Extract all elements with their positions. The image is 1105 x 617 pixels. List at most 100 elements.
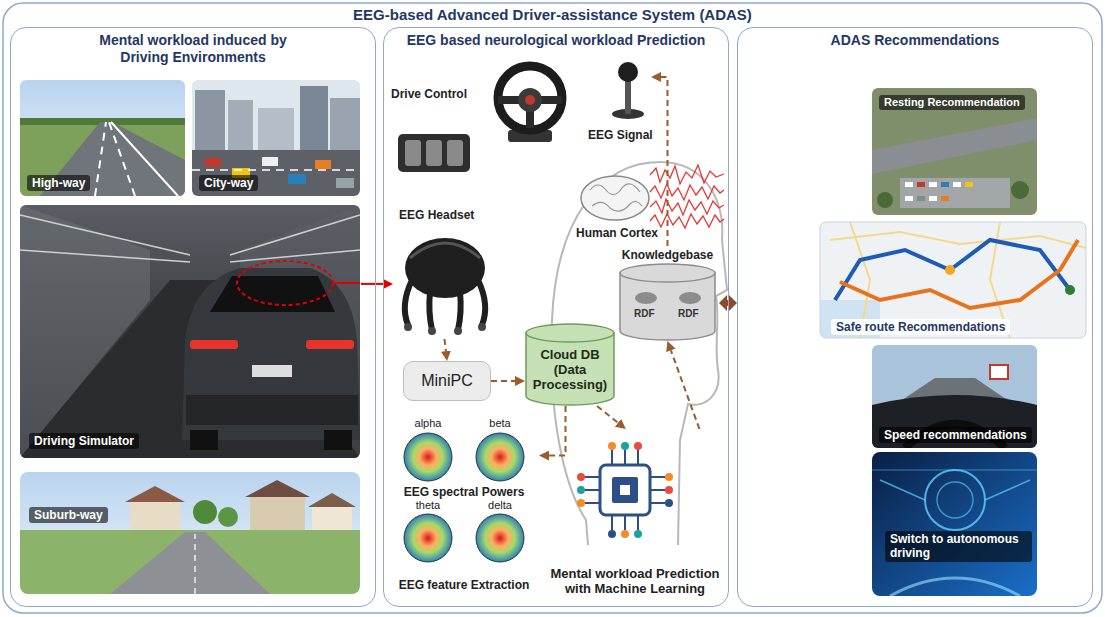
photo-box: Switch to autonomous driving xyxy=(873,453,1038,597)
highway-photo xyxy=(111,122,178,196)
suburb-photo xyxy=(130,502,180,532)
brain-icon xyxy=(581,176,649,220)
rest-area-photo xyxy=(877,192,893,208)
eeg-topomap xyxy=(404,433,452,481)
autonomous-photo xyxy=(872,470,1037,471)
autonomous-photo xyxy=(890,578,1020,596)
rest-area-photo xyxy=(905,196,913,201)
ml-chip-icon xyxy=(665,473,673,481)
simulator-photo xyxy=(182,268,360,440)
focus-marker xyxy=(237,261,360,305)
connector-arrow xyxy=(671,350,700,429)
photo-label: Speed recommendations xyxy=(879,427,1032,443)
cylinder-top xyxy=(620,264,715,282)
ml-chip-icon xyxy=(634,530,642,538)
connector-arrow xyxy=(661,77,668,246)
signal-label: EEG Signal xyxy=(588,128,653,142)
gear-shifter xyxy=(612,62,644,119)
ml-chip-icon xyxy=(637,450,639,465)
band-label: delta xyxy=(472,499,528,512)
focus-marker xyxy=(237,261,333,305)
ml-chip-icon xyxy=(665,499,673,507)
suburb-photo xyxy=(20,472,360,594)
rest-area-photo xyxy=(1011,181,1029,199)
simulator-photo xyxy=(190,340,238,349)
rest-area-photo xyxy=(872,88,1037,215)
knowledgebase-label: RDF xyxy=(634,308,655,320)
knowledgebase-label: RDF xyxy=(678,308,699,320)
eeg-headset-icon xyxy=(429,292,432,330)
box-label: MiniPC xyxy=(421,371,473,390)
cylinder-label: Cloud DB (Data Processing) xyxy=(530,348,610,393)
autonomous-photo xyxy=(925,470,985,530)
photo-label: City-way xyxy=(199,175,258,191)
connector-arrow xyxy=(597,406,618,423)
speed-photo xyxy=(872,345,1037,448)
figure-label: Human Cortex xyxy=(576,226,658,240)
brain-icon xyxy=(592,201,642,211)
ml-chip-icon xyxy=(624,515,626,530)
gear-shifter xyxy=(618,62,638,82)
ml-chip-icon xyxy=(577,486,585,494)
rest-area-photo xyxy=(929,182,937,187)
cityway-photo xyxy=(315,160,331,169)
rest-area-photo xyxy=(929,196,937,201)
cityway-photo xyxy=(336,178,354,188)
knowledgebase-cylinder: KnowledgebaseRDF RDF xyxy=(616,246,719,341)
steering-wheel xyxy=(498,66,562,142)
suburb-photo xyxy=(218,507,238,527)
photo-box: Speed recommendations xyxy=(873,346,1038,449)
band-label: alpha xyxy=(400,417,456,430)
photo-label: Resting Recommendation xyxy=(879,95,1025,110)
steering-wheel xyxy=(498,66,562,130)
highway-photo xyxy=(95,122,106,196)
cityway-photo xyxy=(192,169,360,171)
section-panel: Mental workload induced by Driving Envir… xyxy=(10,27,376,607)
section-panel: ADAS RecommendationsResting Recommendati… xyxy=(737,27,1093,607)
band-label: beta xyxy=(472,417,528,430)
suburb-photo xyxy=(312,507,352,532)
cylinder-top xyxy=(526,324,614,342)
cylinder-body xyxy=(620,273,715,340)
ml-chip-icon xyxy=(600,465,650,515)
panel-title: Mental workload induced by Driving Envir… xyxy=(81,32,305,66)
suburb-photo xyxy=(125,486,185,502)
route-map xyxy=(945,265,955,275)
connector-arrow xyxy=(549,406,566,456)
rdf-icon xyxy=(635,292,657,304)
ml-chip-icon xyxy=(611,515,613,530)
figure-group: Drive Control xyxy=(389,59,651,179)
eeg-waves xyxy=(650,165,724,228)
ml-chip-icon xyxy=(577,442,673,538)
ml-chip-icon xyxy=(577,473,585,481)
eeg-headset-icon xyxy=(458,292,461,330)
brain-icon xyxy=(590,184,640,195)
rest-area-photo xyxy=(953,182,961,187)
cityway-photo xyxy=(195,90,225,150)
eeg-headset-icon xyxy=(404,323,412,331)
panel-title: EEG based neurological workload Predicti… xyxy=(388,32,724,49)
ml-chip-icon xyxy=(577,499,585,507)
rest-area-photo xyxy=(905,182,913,187)
route-map xyxy=(820,222,1086,338)
simulator-photo xyxy=(210,276,335,312)
device-box: MiniPC xyxy=(403,361,491,401)
steering-wheel xyxy=(518,88,542,112)
figure-label: Mental workload Prediction with Machine … xyxy=(543,566,727,597)
ml-chip-icon xyxy=(621,442,629,450)
eeg-topomap xyxy=(476,433,524,481)
ml-chip-icon xyxy=(634,442,642,450)
route-map xyxy=(1065,285,1075,295)
pedal-set xyxy=(398,134,470,172)
photo-label: High-way xyxy=(27,175,90,191)
photo-box: High-way xyxy=(21,81,186,197)
ml-chip-icon xyxy=(637,515,639,530)
cityway-photo xyxy=(192,80,360,196)
knowledgebase-label: Knowledgebase xyxy=(616,248,719,262)
eeg-headset-icon xyxy=(405,238,485,298)
rest-area-photo xyxy=(872,88,1037,215)
suburb-photo xyxy=(245,480,310,497)
ml-chip-icon xyxy=(650,489,665,491)
